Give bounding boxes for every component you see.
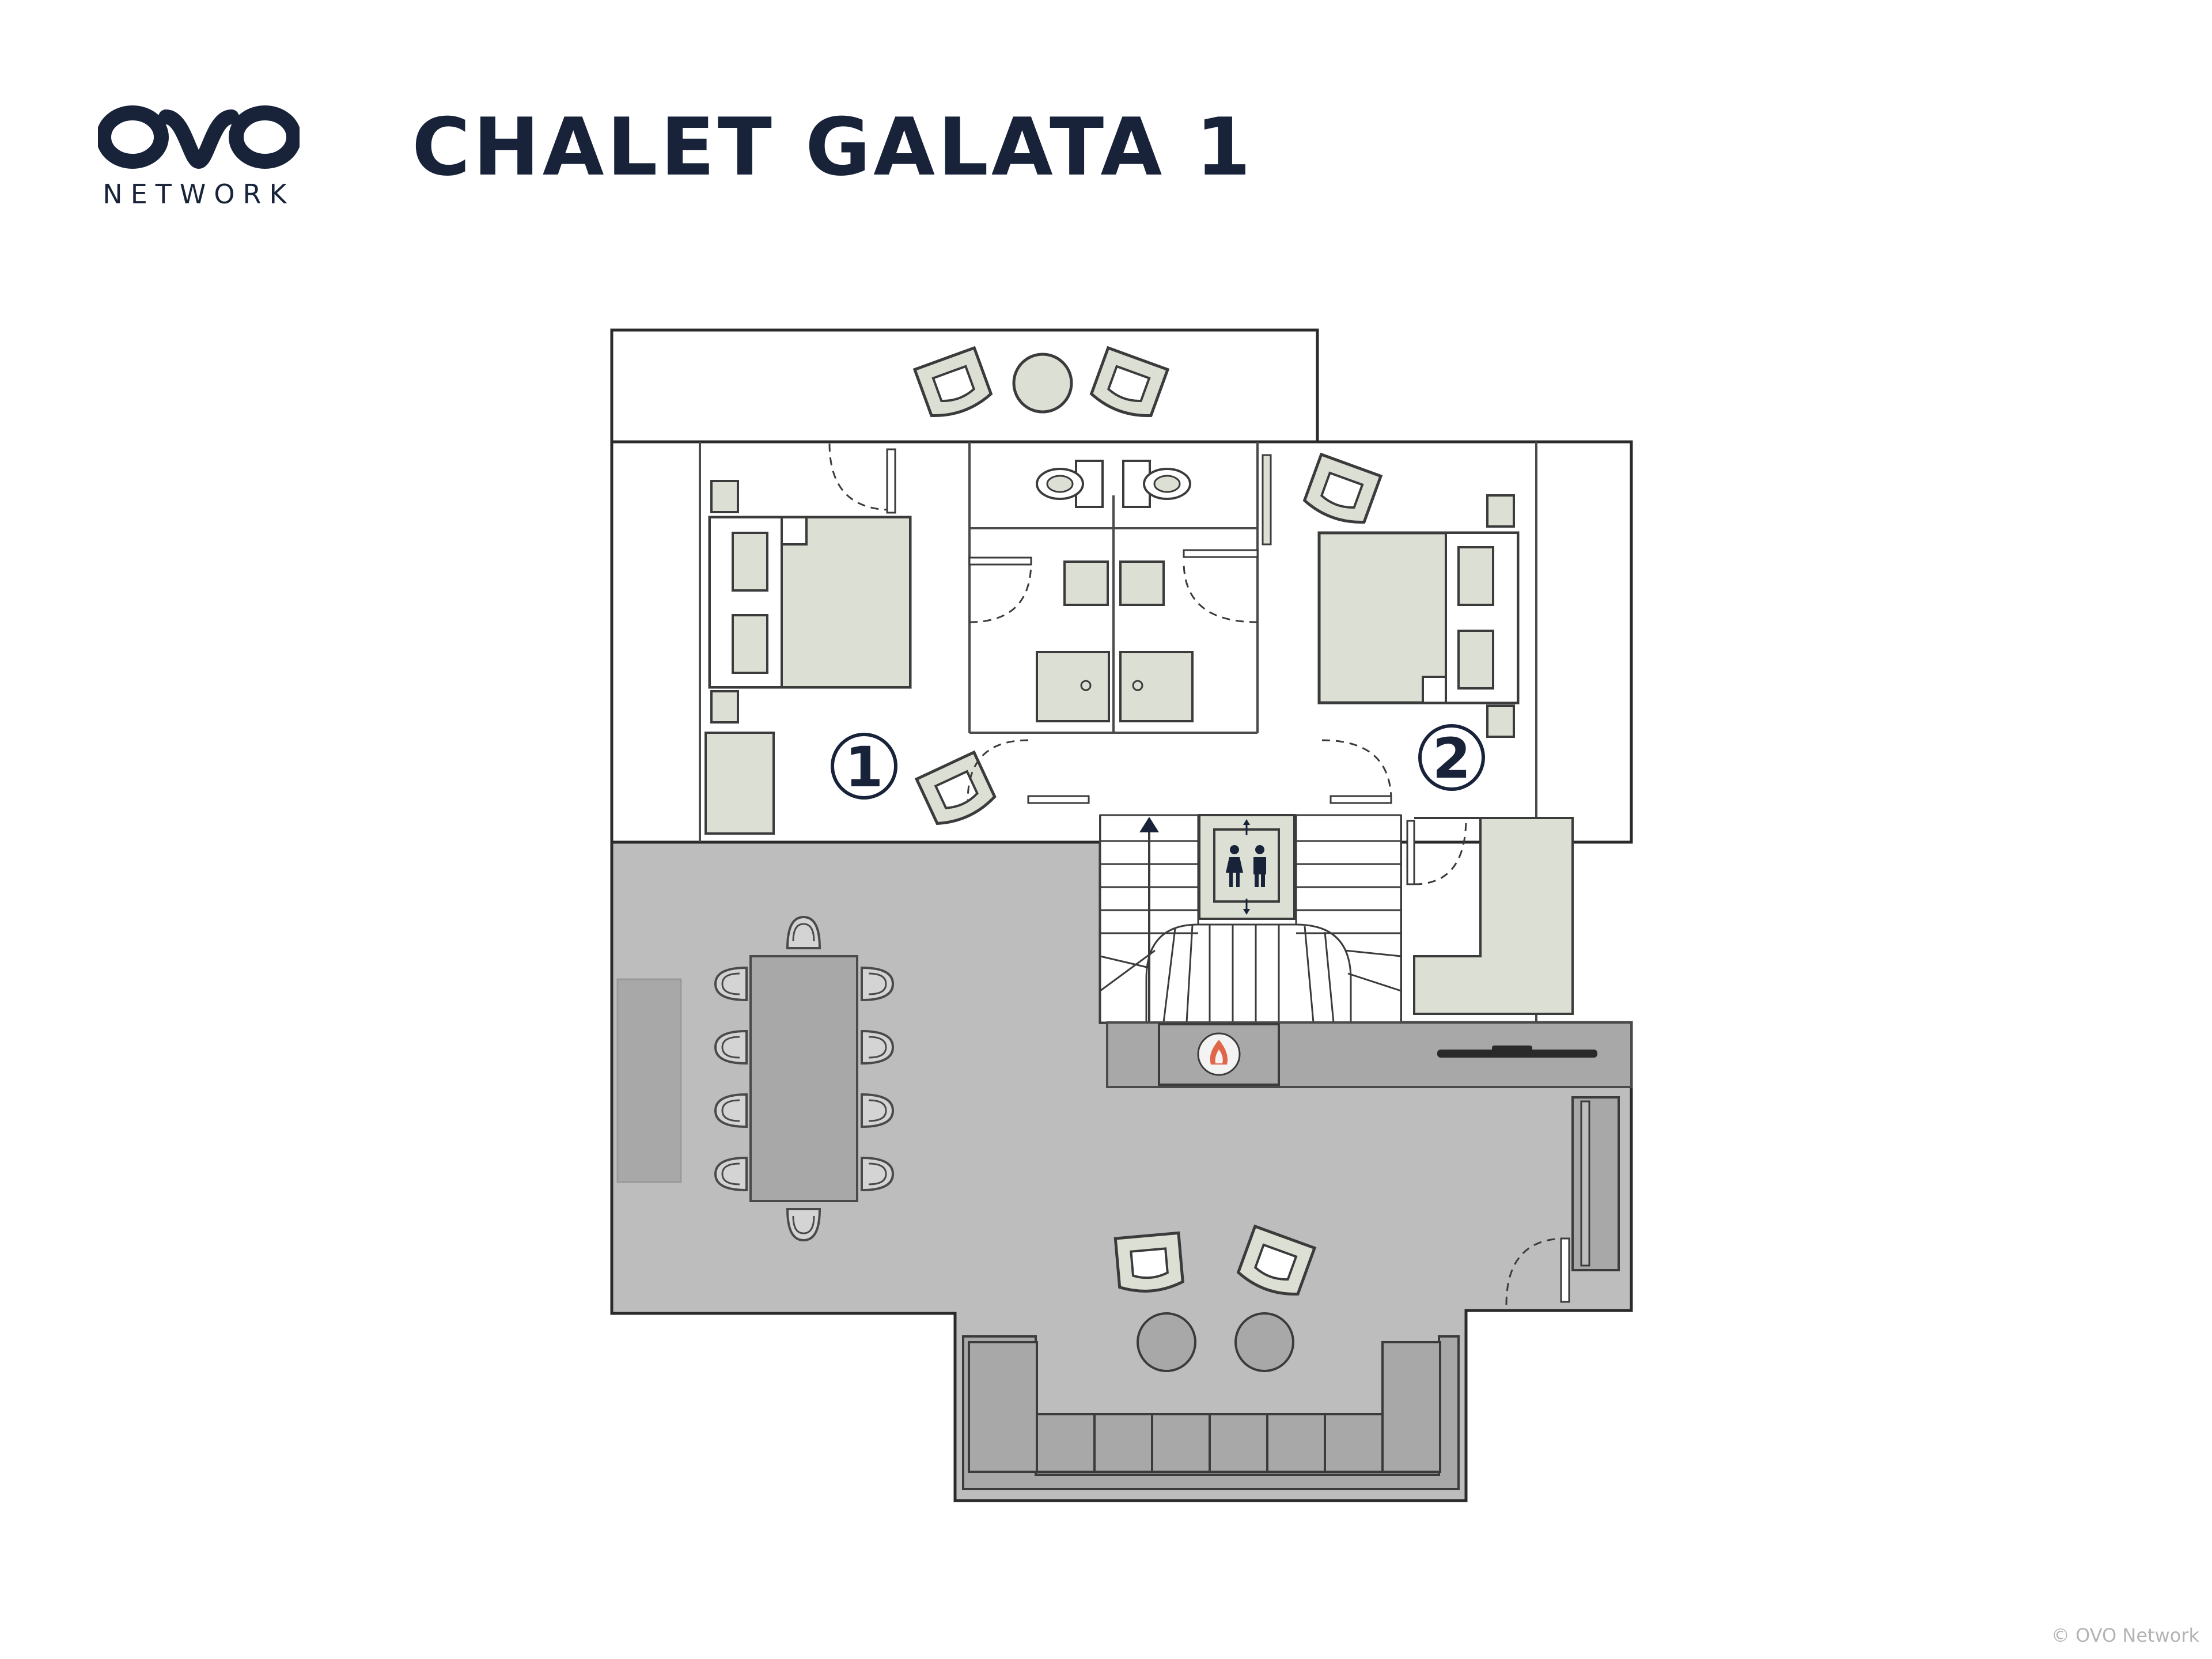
- bench: [1571, 1096, 1620, 1271]
- door: [1406, 820, 1415, 885]
- door: [886, 448, 896, 514]
- sectional-sofa: [962, 1335, 1460, 1490]
- door: [968, 556, 1032, 566]
- fireplace-wall: [1106, 1021, 1633, 1088]
- page-title: CHALET GALATA 1: [412, 101, 1254, 194]
- dining-chair: [786, 1208, 821, 1241]
- shower-tray: [1119, 651, 1194, 722]
- nightstand: [1486, 704, 1515, 738]
- door: [1027, 795, 1090, 804]
- washbasin: [1119, 560, 1165, 606]
- dining-chair: [714, 1157, 748, 1191]
- dining-chair: [714, 967, 748, 1001]
- bathrooms: [968, 460, 1259, 722]
- dining-table: [749, 955, 858, 1202]
- room-number-2: 2: [1433, 726, 1471, 791]
- dining-area: [714, 916, 894, 1241]
- tv: [1262, 454, 1272, 546]
- side-table: [1137, 1312, 1196, 1372]
- dining-chair: [861, 1157, 894, 1191]
- bedroom-2: 2: [967, 454, 1574, 1015]
- dining-chair: [861, 967, 894, 1001]
- dining-chair: [786, 916, 821, 949]
- entrance-door: [1560, 1237, 1570, 1303]
- room-number-1: 1: [845, 735, 884, 800]
- wardrobe: [1413, 817, 1574, 1015]
- pillow: [1457, 630, 1494, 690]
- dining-chair: [861, 1030, 894, 1065]
- dining-chair: [714, 1093, 748, 1128]
- washbasin: [1063, 560, 1109, 606]
- nightstand: [1486, 494, 1515, 528]
- brand-logo: NETWORK: [96, 101, 305, 216]
- brand-wordmark: NETWORK: [103, 179, 295, 210]
- nightstand: [710, 480, 739, 513]
- wardrobe: [704, 732, 775, 835]
- ovo-logo-icon: [96, 105, 301, 169]
- toilet: [1122, 460, 1191, 508]
- lounge: [962, 1226, 1460, 1490]
- door: [1330, 795, 1392, 804]
- stairs-up-arrow-icon: [1139, 817, 1159, 832]
- top-terrace: [610, 328, 1319, 444]
- side-table: [1234, 1312, 1294, 1372]
- pillow: [732, 532, 768, 592]
- room-number-badge: [831, 733, 897, 800]
- pillow: [1457, 546, 1494, 606]
- tv: [1437, 1050, 1597, 1058]
- dining-chair: [861, 1093, 894, 1128]
- elevator-icon: [1198, 814, 1296, 920]
- room-number-badge: [1418, 724, 1485, 791]
- shower-tray: [1036, 651, 1110, 722]
- dining-chair: [714, 1030, 748, 1065]
- pillow: [732, 614, 768, 674]
- nightstand: [710, 690, 739, 724]
- copyright: © OVO Network: [2051, 1624, 2199, 1646]
- kitchen-counter: [616, 978, 682, 1183]
- toilet: [1036, 460, 1104, 508]
- terrace-table: [1012, 353, 1073, 414]
- lounge-armchair: [1115, 1233, 1183, 1293]
- door: [1183, 549, 1259, 558]
- bedroom-1: 1: [704, 443, 997, 835]
